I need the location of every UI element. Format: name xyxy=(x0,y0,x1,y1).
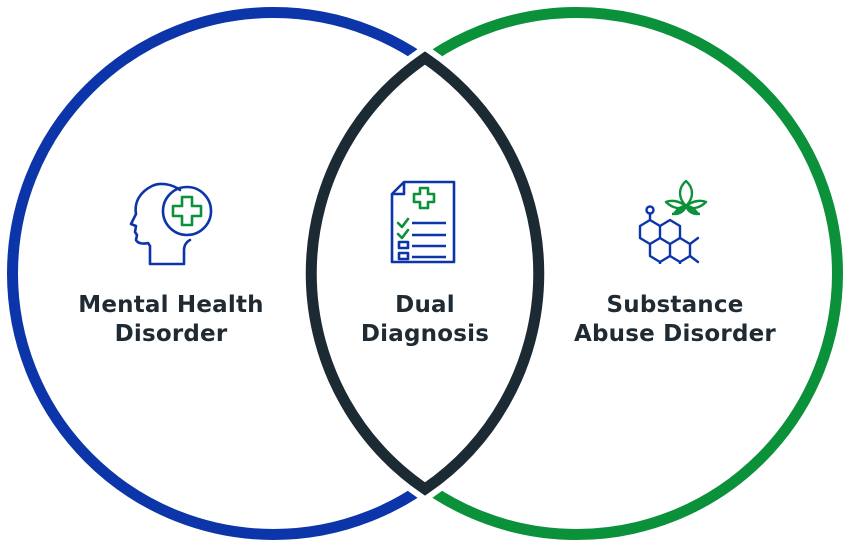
substance-abuse-disorder-label: Substance Abuse Disorder xyxy=(545,291,805,349)
mental-health-disorder-label: Mental Health Disorder xyxy=(40,291,302,349)
label-line: Substance xyxy=(606,292,744,318)
head-with-medical-cross-icon xyxy=(129,182,213,266)
label-line: Disorder xyxy=(114,321,228,347)
medical-checklist-icon xyxy=(390,180,456,264)
label-line: Diagnosis xyxy=(360,321,490,347)
label-line: Mental Health xyxy=(78,292,264,318)
molecule-and-cannabis-leaf-icon xyxy=(638,179,708,264)
dual-diagnosis-overlap-outline xyxy=(305,51,545,496)
dual-diagnosis-label: Dual Diagnosis xyxy=(340,291,510,349)
label-line: Dual xyxy=(395,292,455,318)
overlap-gap xyxy=(299,44,551,503)
label-line: Abuse Disorder xyxy=(574,321,776,347)
